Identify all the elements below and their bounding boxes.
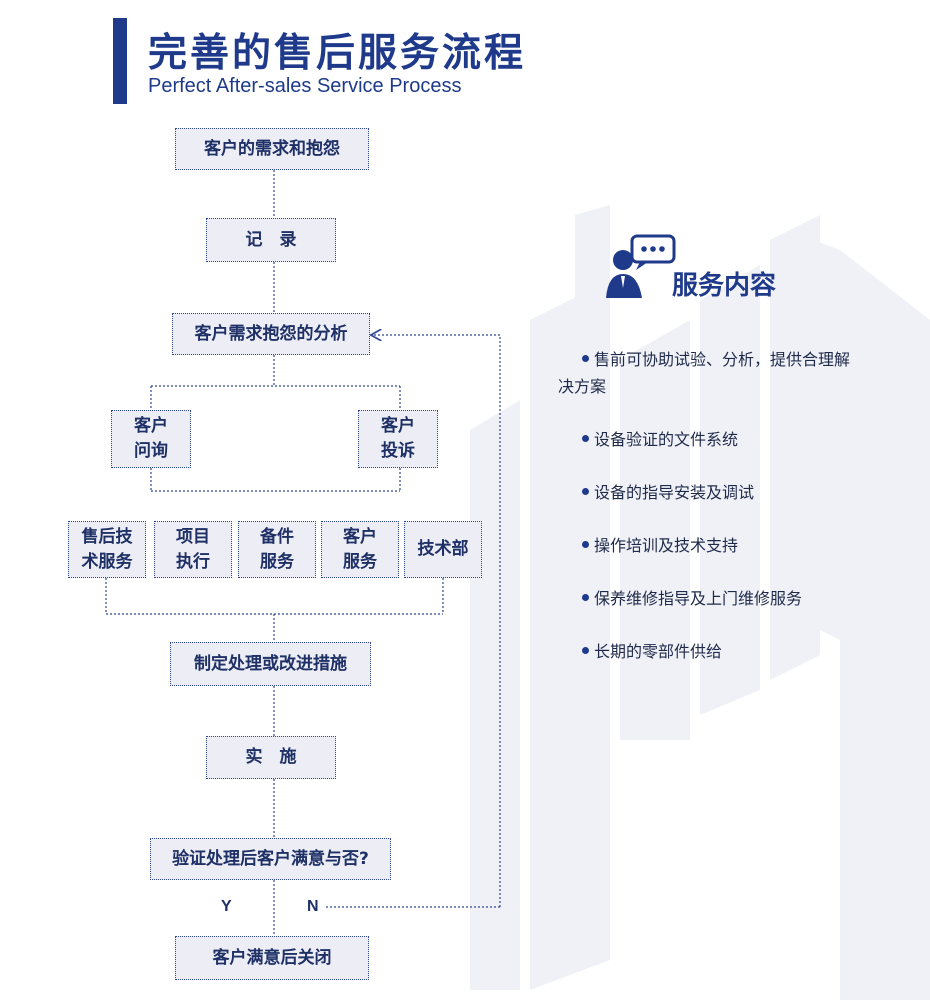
service-item: 设备验证的文件系统 — [582, 426, 738, 453]
service-item: 售前可协助试验、分析，提供合理解决方案 — [558, 350, 851, 396]
flow-dept-aftersales-tech: 售后技 术服务 — [68, 521, 146, 578]
title-accent-bar — [113, 18, 127, 104]
services-title: 服务内容 — [672, 271, 777, 301]
service-item: 操作培训及技术支持 — [582, 532, 738, 559]
flow-branch-complaint: 客户 投诉 — [358, 410, 438, 468]
bullet-icon — [582, 541, 589, 548]
bullet-icon — [582, 594, 589, 601]
flow-step-request: 客户的需求和抱怨 — [175, 128, 369, 170]
flow-dept-spare-parts: 备件 服务 — [238, 521, 316, 578]
flow-step-close: 客户满意后关闭 — [175, 936, 369, 980]
flow-step-implement: 实 施 — [206, 736, 336, 779]
flow-branch-inquiry: 客户 问询 — [111, 410, 191, 468]
flow-step-record: 记 录 — [206, 218, 336, 262]
bullet-icon — [582, 355, 589, 362]
flow-dept-customer-service: 客户 服务 — [321, 521, 399, 578]
bullet-icon — [582, 488, 589, 495]
flow-step-measures: 制定处理或改进措施 — [170, 642, 371, 686]
flow-dept-tech: 技术部 — [404, 521, 482, 578]
page-subtitle: Perfect After-sales Service Process — [148, 75, 462, 97]
flow-step-verify: 验证处理后客户满意与否? — [150, 838, 391, 880]
bullet-icon — [582, 647, 589, 654]
service-item: 长期的零部件供给 — [582, 638, 722, 665]
flow-step-analysis: 客户需求抱怨的分析 — [172, 313, 370, 355]
flow-dept-project: 项目 执行 — [154, 521, 232, 578]
no-label: N — [307, 898, 319, 915]
yes-label: Y — [221, 898, 232, 915]
page-title: 完善的售后服务流程 — [148, 31, 527, 76]
service-item: 设备的指导安装及调试 — [582, 479, 754, 506]
service-item: 保养维修指导及上门维修服务 — [582, 585, 802, 612]
bullet-icon — [582, 435, 589, 442]
customer-service-chat-icon — [606, 234, 676, 298]
